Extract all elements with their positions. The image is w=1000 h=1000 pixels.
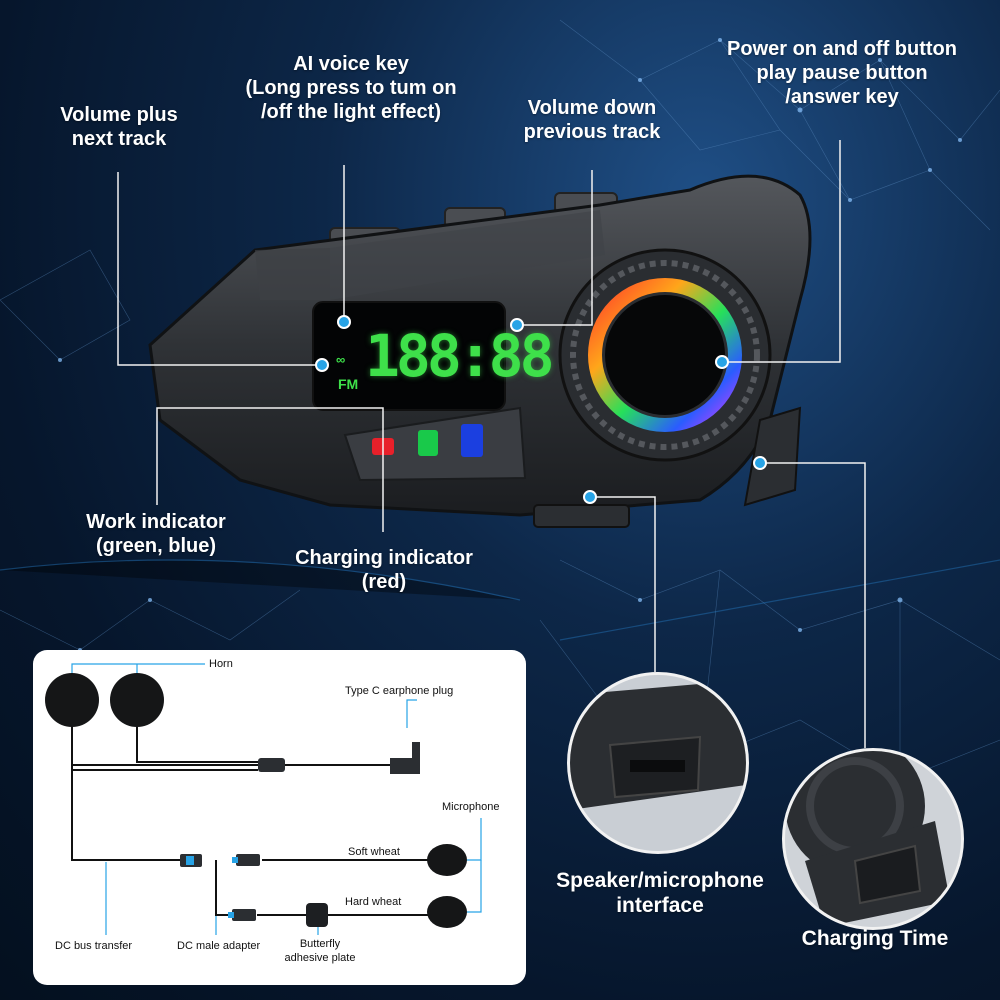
display-digits: 188:88 <box>365 322 555 390</box>
horn-left <box>45 673 99 727</box>
dc-male-connector-2 <box>232 909 256 921</box>
label-work-indicator: Work indicator(green, blue) <box>86 511 226 557</box>
rgb-light-ring <box>588 278 742 432</box>
callout-dot-volume-plus <box>315 358 329 372</box>
label-ai-voice: AI voice key(Long press to tum on/off th… <box>245 53 457 123</box>
work-indicator-blue <box>461 424 483 457</box>
accessory-butterfly-label: Butterfly adhesive plate <box>284 938 356 964</box>
accessory-hard-wheat-label: Hard wheat <box>345 896 402 908</box>
label-charging-indicator: Charging indicator(red) <box>295 547 473 593</box>
inline-connector <box>258 758 285 772</box>
callout-dot-power <box>715 355 729 369</box>
type-c-plug <box>390 742 420 774</box>
accessory-horn-label: Horn <box>209 658 233 670</box>
dc-male-connector <box>236 854 260 866</box>
callout-dot-volume-down <box>510 318 524 332</box>
callout-dot-side-port <box>753 456 767 470</box>
accessory-microphone-label: Microphone <box>442 801 500 813</box>
power-button[interactable] <box>605 295 725 415</box>
display-fm-label: FM <box>338 376 359 392</box>
bottom-port <box>533 504 630 528</box>
zoom-charging-port <box>782 748 964 930</box>
zoom-speaker-port <box>567 672 749 854</box>
display-link-icon: ∞ <box>336 352 346 367</box>
accessory-dc-male-label: DC male adapter <box>177 940 261 952</box>
accessory-soft-wheat-label: Soft wheat <box>348 846 400 858</box>
label-charging-time: Charging Time <box>801 927 949 950</box>
butterfly-plate <box>306 903 328 927</box>
accessory-dc-bus-label: DC bus transfer <box>55 940 133 952</box>
hard-wheat-mic <box>427 896 467 928</box>
accessory-type-c-label: Type C earphone plug <box>345 685 454 697</box>
work-indicator-green <box>418 430 438 456</box>
lcd-display <box>312 301 506 411</box>
horn-right <box>110 673 164 727</box>
callout-dot-port <box>583 490 597 504</box>
soft-wheat-mic <box>427 844 467 876</box>
callout-dot-ai-voice <box>337 315 351 329</box>
